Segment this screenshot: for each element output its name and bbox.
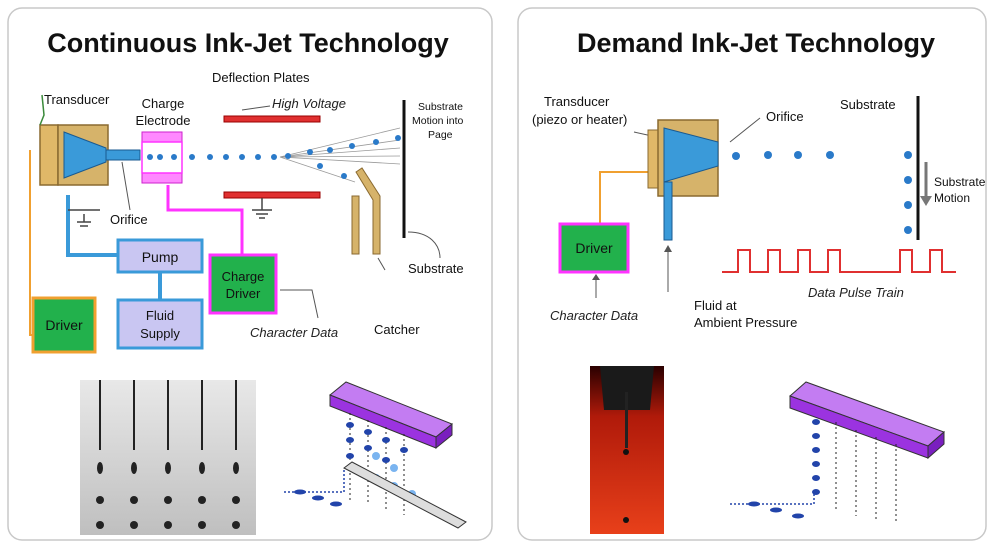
driver-box	[31, 296, 97, 354]
transducer-plate	[647, 129, 659, 189]
substrate-motion-3: Page	[428, 129, 453, 141]
driver-box	[558, 222, 630, 274]
substrate-label: Substrate	[408, 261, 464, 276]
fluid-label-2: Ambient Pressure	[694, 315, 797, 330]
nozzle-stream	[105, 149, 141, 161]
pump-box	[116, 238, 204, 274]
substrate-pointer	[407, 231, 441, 259]
fluid-feed	[663, 181, 673, 241]
transducer-label-2: (piezo or heater)	[532, 112, 627, 127]
charge-electrode-label-2: Electrode	[136, 113, 191, 128]
panel-border	[517, 7, 987, 541]
orifice-pointer	[729, 117, 761, 143]
charge-driver-box	[208, 253, 278, 315]
ground-icon-plate	[252, 198, 272, 219]
driver-label: Driver	[45, 317, 83, 333]
deflection-plate-bottom	[223, 191, 321, 199]
down-arrow-icon	[920, 196, 932, 206]
transducer-label-1: Transducer	[544, 94, 610, 109]
droplet-stream-photo	[80, 380, 256, 535]
pump-label: Pump	[142, 249, 179, 265]
high-voltage-label: High Voltage	[272, 96, 346, 111]
panel-title: Continuous Ink-Jet Technology	[47, 28, 449, 58]
deflection-plates-label: Deflection Plates	[212, 70, 310, 85]
electrode-frame	[141, 141, 183, 174]
character-data-pointer	[280, 289, 319, 319]
electrode-bottom	[141, 172, 183, 184]
up-arrow-icon	[664, 245, 672, 252]
continuous-panel: Continuous Ink-Jet Technology Transducer…	[7, 7, 493, 541]
ink-drops	[732, 151, 912, 234]
ground-icon	[68, 209, 100, 227]
orifice-label: Orifice	[766, 109, 804, 124]
charge-electrode-label-1: Charge	[142, 96, 185, 111]
fluid-supply-label-1: Fluid	[146, 308, 174, 323]
substrate-motion-2: Motion into	[412, 115, 464, 127]
pump-feed-tube	[66, 195, 118, 257]
charge-wire	[166, 185, 244, 255]
catcher-label: Catcher	[374, 322, 420, 337]
catcher-right	[355, 167, 381, 255]
panel-title: Demand Ink-Jet Technology	[577, 28, 935, 58]
character-data-label: Character Data	[550, 308, 638, 323]
charge-driver-label-1: Charge	[222, 269, 265, 284]
catcher-left	[351, 195, 360, 255]
substrate-label: Substrate	[840, 97, 896, 112]
substrate-motion-1: Substrate	[418, 101, 463, 113]
demand-printhead-illustration	[730, 381, 945, 524]
deflection-plate-top	[223, 115, 321, 123]
fluid-supply-box	[116, 298, 204, 350]
orifice-pointer	[121, 161, 131, 211]
pulse-train-waveform	[722, 249, 956, 273]
transducer-plate	[39, 124, 59, 186]
deflected-trajectories	[279, 127, 401, 183]
high-voltage-pointer	[241, 105, 271, 111]
substrate-motion-2: Motion	[934, 191, 970, 205]
substrate-motion-1: Substrate	[934, 175, 986, 189]
transducer-label: Transducer	[44, 92, 110, 107]
ink-drops	[147, 135, 401, 179]
transducer-pointer	[39, 94, 45, 126]
continuous-printhead-illustration	[284, 381, 467, 529]
demand-panel: Demand Ink-Jet Technology Transducer (pi…	[517, 7, 987, 541]
driver-label: Driver	[575, 240, 613, 256]
charge-driver-label-2: Driver	[226, 286, 261, 301]
data-pulse-train-label: Data Pulse Train	[808, 285, 904, 300]
nozzle-cavity	[663, 127, 719, 183]
fluid-label-1: Fluid at	[694, 298, 737, 313]
electrode-top	[141, 131, 183, 143]
up-arrow-icon	[592, 274, 600, 280]
fluid-supply-label-2: Supply	[140, 326, 180, 341]
character-data-label: Character Data	[250, 325, 338, 340]
driver-wire	[599, 171, 650, 224]
orifice-label: Orifice	[110, 212, 148, 227]
nozzle-cavity	[63, 131, 107, 179]
catcher-pointer	[377, 257, 386, 271]
drop-ejection-photo	[590, 366, 664, 534]
